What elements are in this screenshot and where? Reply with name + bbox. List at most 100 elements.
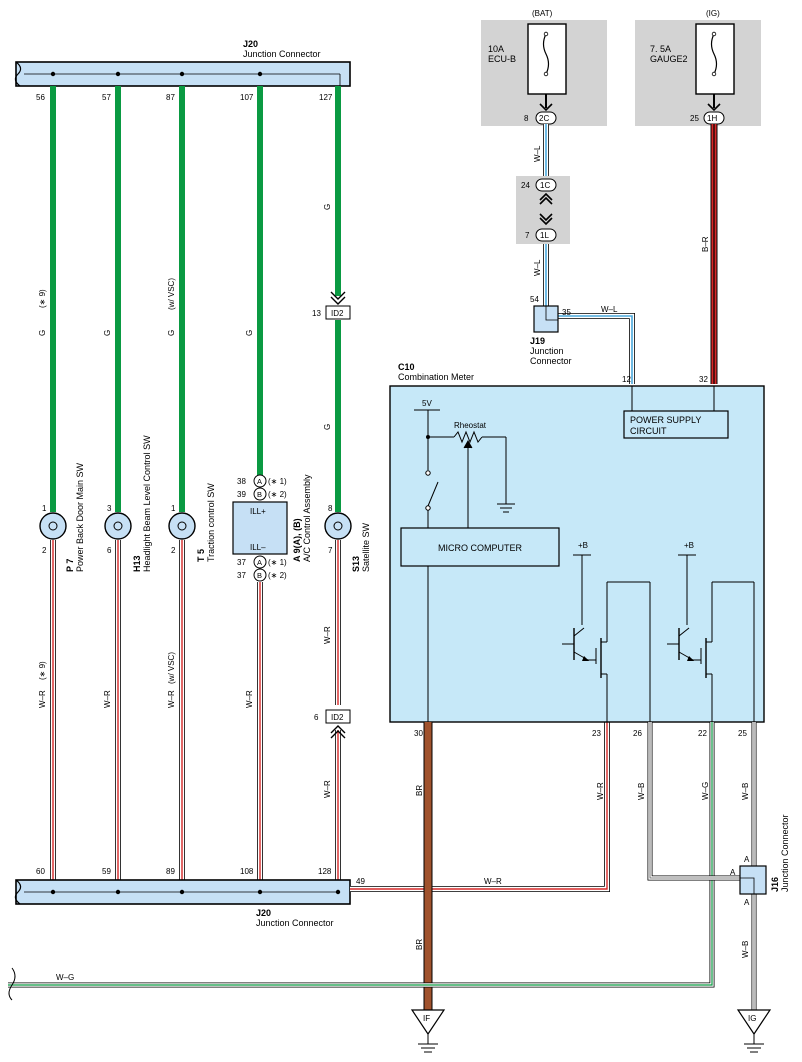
j20-bottom-code: J20 [256,908,271,918]
pin-label: 1 [171,504,176,513]
fuse-name: ECU-B [488,54,516,64]
wire-color-label: W–B [637,783,646,800]
note-label: (∗ 2) [268,490,287,499]
wire-color-label: W–L [533,145,542,162]
j19-name-1: Junction [530,346,564,356]
plus-b-label: +B [684,541,694,550]
ground-ig: IG [736,1009,772,1053]
ac-code: A 9(A), (B) [292,518,302,562]
wire-color-label: W–L [533,259,542,276]
wire-color-label: W–R [167,690,176,708]
id2-connector-bottom: ID2 6 [314,709,351,739]
pin-label: 57 [102,93,111,102]
fuse-source: (IG) [706,9,720,18]
ill-plus-label: ILL+ [250,507,266,516]
pin-label: A [744,898,750,907]
pin-label: 22 [698,729,707,738]
wr-wires [50,540,341,880]
inline-connector: 1C 24 1L 7 [516,176,570,244]
ill-minus-label: ILL– [250,543,266,552]
id2-label: ID2 [331,713,344,722]
fuse-rating: 10A [488,44,504,54]
conn-a-label: A [257,477,262,486]
wire-color-label: G [245,330,254,336]
wire-color-label: W–R [323,626,332,644]
pin-label: 89 [166,867,175,876]
switch-t5: 1 2 T 5 Traction control SW [168,483,216,562]
pin-label: 39 [237,490,246,499]
rheostat-label: Rheostat [454,421,487,430]
pin-label: 2 [42,546,47,555]
switch-name: Traction control SW [206,483,216,562]
wire-49-to-23 [350,722,610,892]
wire-color-label: W–R [596,782,605,800]
conn-a-label: A [257,558,262,567]
pin-code: 1L [540,231,549,240]
pin-label: 38 [237,477,246,486]
switch-code: S13 [351,556,361,572]
pin-label: 35 [562,308,571,317]
wire-color-label: W–L [601,305,618,314]
pin-label: A [744,855,750,864]
power-supply-2: CIRCUIT [630,426,667,436]
wire-color-label: W–R [38,690,47,708]
pin-code: 2C [539,114,549,123]
pin-label: 87 [166,93,175,102]
pin-label: 60 [36,867,45,876]
j16-junction: A A A J16 Junction Connector [730,814,790,907]
fuse-gauge2: (IG) 7. 5A GAUGE2 1H 25 [635,9,761,126]
pin-label: 6 [314,713,319,722]
switch-name: Headlight Beam Level Control SW [142,435,152,572]
fuse-source: (BAT) [532,9,553,18]
plus-b-label: +B [578,541,588,550]
pin-label: 7 [525,231,530,240]
note-label: (∗ 9) [38,289,47,308]
pin-label: 8 [524,114,529,123]
pin-label: 32 [699,375,708,384]
pin-label: 7 [328,546,333,555]
pin-label: 49 [356,877,365,886]
wire-color-label: W–G [701,782,710,800]
fuse-ecu-b: (BAT) 10A ECU-B 2C 8 [481,9,607,126]
wire-color-label: G [323,204,332,210]
j20-top-code: J20 [243,39,258,49]
wire-color-label: W–G [56,973,74,982]
switch-code: H13 [132,555,142,572]
pin-label: 128 [318,867,332,876]
switch-h13: 3 6 H13 Headlight Beam Level Control SW [104,435,152,572]
ground-label: IF [423,1014,430,1023]
wire-color-label: BR [415,939,424,950]
id2-connector-top: ID2 13 [312,291,351,320]
wire-color-label: G [103,330,112,336]
fuse-rating: 7. 5A [650,44,671,54]
conn-b-label: B [257,490,262,499]
pin-label: 37 [237,558,246,567]
j16-name: Junction Connector [780,814,790,892]
pin-label: 23 [592,729,601,738]
pin-label: 107 [240,93,254,102]
pin-label: 25 [690,114,699,123]
junction-connector-top: J20 Junction Connector 56 57 87 107 127 [14,39,351,102]
pin-label: 12 [622,375,631,384]
wire-color-label: BR [415,785,424,796]
wire-color-label: W–B [741,783,750,800]
pin-label: 24 [521,181,530,190]
wire-color-label: W–R [245,690,254,708]
power-supply-1: POWER SUPPLY [630,415,701,425]
wire-color-label: G [167,330,176,336]
micro-computer-label: MICRO COMPUTER [438,543,522,553]
pin-label: 59 [102,867,111,876]
wire-color-label: B–R [701,236,710,252]
note-label: (∗ 9) [38,661,47,680]
pin-label: 2 [171,546,176,555]
pin-label: 108 [240,867,254,876]
wg-wire [8,722,715,1001]
switch-name: Power Back Door Main SW [75,462,85,572]
pin-label: 13 [312,309,321,318]
j20-bottom-name: Junction Connector [256,918,334,928]
note-label: (w/ VSC) [167,652,176,684]
pin-label: 1 [42,504,47,513]
pin-label: 8 [328,504,333,513]
ac-name: A/C Control Assembly [302,474,312,562]
